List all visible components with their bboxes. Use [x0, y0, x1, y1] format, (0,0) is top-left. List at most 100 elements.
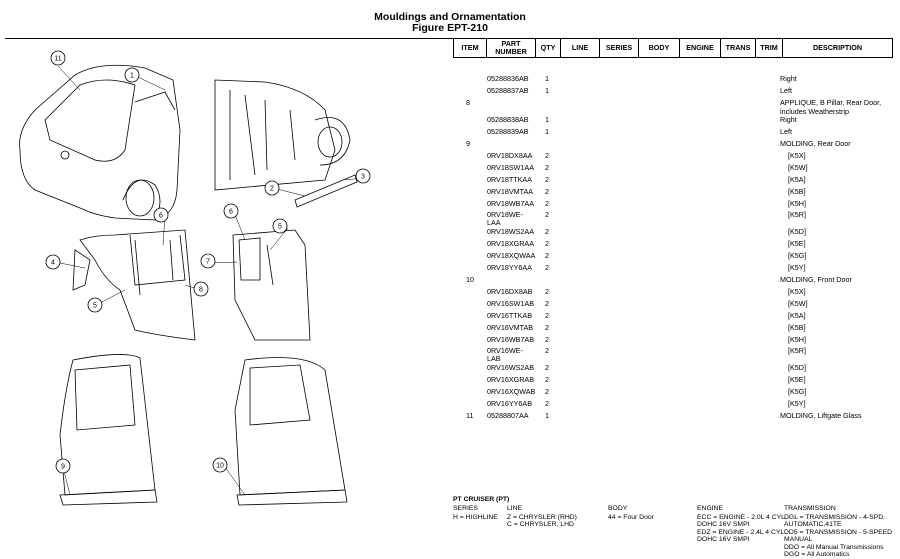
row-part-number: 05288807AA	[487, 411, 529, 420]
legend-engine-header: ENGINE	[697, 505, 724, 512]
legend-body-header: BODY	[608, 505, 628, 512]
row-part-number: 0RV16XGRAB	[487, 375, 535, 384]
col-line: LINE	[560, 38, 600, 58]
row-part-number: LAB	[487, 354, 501, 363]
row-part-number: 05288837AB	[487, 86, 529, 95]
legend-engine-edz-desc: DOHC 16V SMPI	[697, 536, 750, 543]
row-description: [K5D]	[788, 227, 806, 236]
callout-11: 11	[54, 56, 61, 63]
col-item: ITEM	[453, 38, 487, 58]
legend-trans-dd5: DD5 = TRANSMISSION - 5-SPEED	[784, 529, 893, 536]
row-part-number: 0RV16SW1AB	[487, 299, 535, 308]
callout-5a: 5	[93, 303, 97, 310]
figure-number: Figure EPT-210	[412, 22, 488, 34]
row-description: [K5R]	[788, 346, 806, 355]
row-description: [K5E]	[788, 239, 806, 248]
row-description: [K5W]	[788, 163, 808, 172]
legend-trans-dgl: DGL = TRANSMISSION - 4-SPD.	[784, 514, 886, 521]
row-part-number: 0RV18WB7AA	[487, 199, 535, 208]
col-series: SERIES	[599, 38, 639, 58]
row-qty: 2	[545, 263, 549, 272]
row-description: MOLDING, Front Door	[780, 275, 852, 284]
row-part-number: 0RV18SW1AA	[487, 163, 535, 172]
legend-trans-dd5-desc: MANUAL	[784, 536, 813, 543]
row-description: [K5G]	[788, 251, 807, 260]
row-description: [K5H]	[788, 335, 806, 344]
row-qty: 2	[545, 210, 549, 219]
legend-body-value: 44 = Four Door	[608, 514, 654, 521]
callout-5b: 5	[278, 224, 282, 231]
row-qty: 2	[545, 375, 549, 384]
row-description: Left	[780, 127, 792, 136]
legend-line-header: LINE	[507, 505, 523, 512]
row-qty: 1	[545, 74, 549, 83]
row-qty: 2	[545, 387, 549, 396]
row-description: includes Weatherstrip	[780, 107, 849, 116]
callout-7: 7	[206, 259, 210, 266]
row-qty: 2	[545, 287, 549, 296]
row-description: [K5A]	[788, 311, 806, 320]
col-body: BODY	[638, 38, 680, 58]
col-trim: TRIM	[755, 38, 783, 58]
row-description: MOLDING, Rear Door	[780, 139, 851, 148]
row-part-number: LAA	[487, 218, 501, 227]
row-qty: 2	[545, 199, 549, 208]
legend-title: PT CRUISER (PT)	[453, 496, 510, 503]
legend-engine-edz: EDZ = ENGINE - 2.4L 4 CYL	[697, 529, 785, 536]
row-description: [K5W]	[788, 299, 808, 308]
row-qty: 2	[545, 346, 549, 355]
row-qty: 2	[545, 187, 549, 196]
row-qty: 1	[545, 115, 549, 124]
legend-line-c: C = CHRYSLER, LHD	[507, 521, 574, 528]
row-part-number: 0RV18VMTAA	[487, 187, 534, 196]
row-description: [K5A]	[788, 175, 806, 184]
row-item: 10	[466, 275, 474, 284]
row-part-number: 0RV16XQWAB	[487, 387, 536, 396]
row-description: [K5B]	[788, 187, 806, 196]
row-qty: 2	[545, 227, 549, 236]
callout-9: 9	[61, 464, 65, 471]
row-qty: 2	[545, 151, 549, 160]
row-qty: 2	[545, 363, 549, 372]
row-description: Right	[780, 74, 797, 83]
row-qty: 1	[545, 127, 549, 136]
row-part-number: 0RV18XGRAA	[487, 239, 535, 248]
row-part-number: 0RV18DX8AA	[487, 151, 533, 160]
row-qty: 2	[545, 163, 549, 172]
row-qty: 1	[545, 86, 549, 95]
callout-layer: 11 1 2 3 4 5 5 6 6 7 8 9 10	[45, 50, 371, 474]
row-part-number: 0RV18YY6AA	[487, 263, 533, 272]
row-part-number: 0RV16VMTAB	[487, 323, 534, 332]
row-qty: 2	[545, 335, 549, 344]
row-qty: 2	[545, 175, 549, 184]
row-item: 11	[466, 411, 474, 420]
parts-illustration	[19, 64, 363, 506]
row-description: Left	[780, 86, 792, 95]
legend-trans-ddo: DDO = All Manual Transmissions	[784, 544, 884, 551]
row-part-number: 0RV16DX8AB	[487, 287, 533, 296]
row-part-number: 0RV18XQWAA	[487, 251, 536, 260]
legend-trans-header: TRANSMISSION	[784, 505, 836, 512]
row-description: [K5H]	[788, 199, 806, 208]
row-qty: 2	[545, 251, 549, 260]
callout-8: 8	[199, 287, 203, 294]
row-description: Right	[780, 115, 797, 124]
col-qty: QTY	[535, 38, 561, 58]
row-description: MOLDING, Liftgate Glass	[780, 411, 862, 420]
legend-engine-ecc-desc: DOHC 16V SMPI	[697, 521, 750, 528]
row-item: 9	[466, 139, 470, 148]
callout-6b: 6	[229, 209, 233, 216]
callout-6a: 6	[159, 213, 163, 220]
legend-series-header: SERIES	[453, 505, 478, 512]
row-description: [K5X]	[788, 287, 806, 296]
row-qty: 2	[545, 299, 549, 308]
legend-series-value: H = HIGHLINE	[453, 514, 498, 521]
col-engine: ENGINE	[679, 38, 721, 58]
legend-engine-ecc: ECC = ENGINE - 2.0L 4 CYL	[697, 514, 785, 521]
row-part-number: 0RV16YY6AB	[487, 399, 533, 408]
row-part-number: 05288838AB	[487, 115, 529, 124]
row-qty: 2	[545, 311, 549, 320]
row-part-number: 0RV18WE-	[487, 210, 523, 219]
